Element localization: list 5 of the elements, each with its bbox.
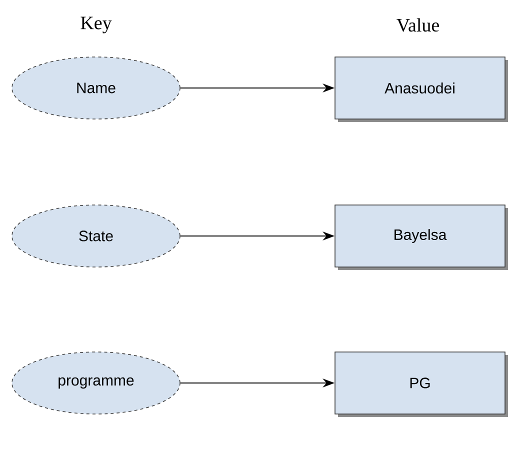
column-heading: Key: [80, 16, 112, 34]
value-box: Anasuodei: [334, 56, 508, 122]
value-box: Bayelsa: [334, 204, 508, 270]
value-box: PG: [334, 352, 508, 417]
column-heading: Value: [396, 18, 439, 32]
